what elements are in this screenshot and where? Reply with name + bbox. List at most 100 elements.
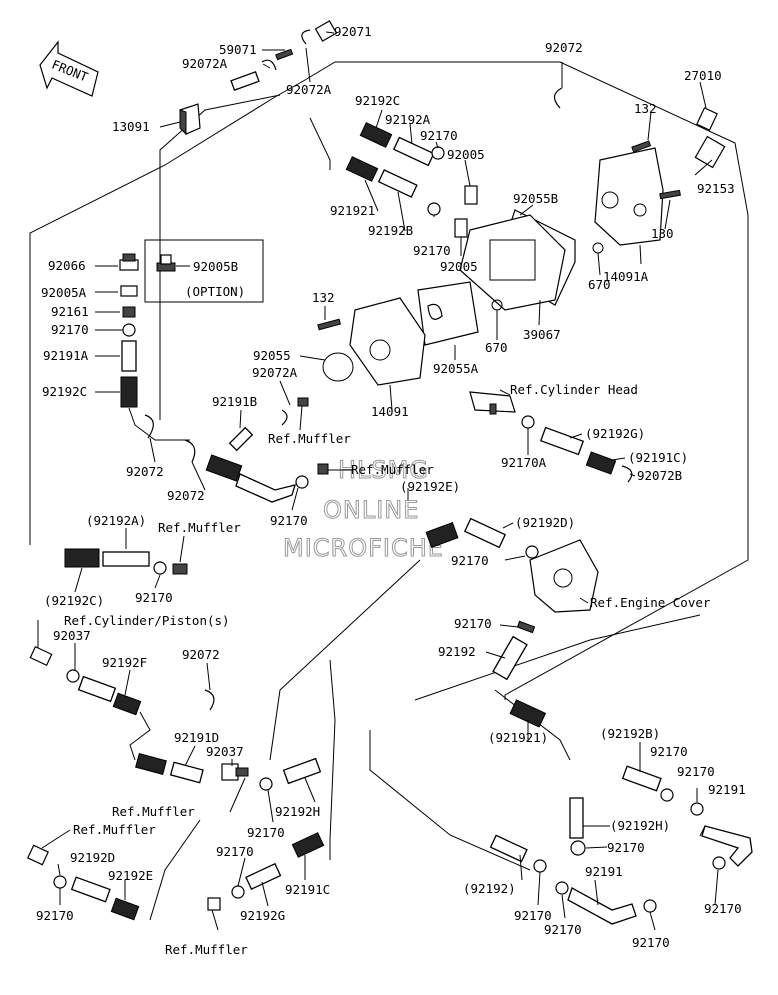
fitting-muffler-c-icon <box>207 897 221 911</box>
label-92071: 92071 <box>334 24 372 39</box>
hose-92192f-icon <box>77 675 117 703</box>
label-ref-muffler: Ref.Muffler <box>268 431 351 446</box>
fitting-muffler-icon <box>172 563 188 575</box>
hose-92191d-icon <box>169 761 204 784</box>
label-921921: 921921 <box>330 203 375 218</box>
part-labels: 92071 59071 92072A 92072A 92072 27010 13… <box>36 24 746 957</box>
label-ref-cylinder-head: Ref.Cylinder Head <box>510 382 638 397</box>
valve-92153-icon <box>694 135 726 169</box>
label-92153: 92153 <box>697 181 735 196</box>
hose-92191-b-icon <box>567 887 637 925</box>
label-92170: 92170 <box>632 935 670 950</box>
spring-92192c-b-icon <box>120 376 138 408</box>
cover-14091-icon <box>349 297 426 386</box>
clamp-92170-i-icon <box>555 881 569 895</box>
clip-92072a-icon <box>261 29 311 71</box>
watermark-line-3: MICROFICHE <box>283 534 444 562</box>
label-13091: 13091 <box>112 119 150 134</box>
clamp-92170-g-icon <box>570 840 586 856</box>
clip-92072-icon <box>553 87 563 109</box>
spring-92192e-b-icon <box>110 897 140 921</box>
label-92072: 92072 <box>126 464 164 479</box>
clamp-bottom-icon <box>231 885 245 899</box>
fitting-92005-icon <box>454 185 478 238</box>
label-132: 132 <box>312 290 335 305</box>
watermark-line-2: ONLINE <box>323 496 419 524</box>
hose-92192b-b-icon <box>621 765 662 792</box>
label-92170: 92170 <box>216 844 254 859</box>
label-92192c: 92192C <box>42 384 87 399</box>
hose-92192h-icon <box>282 757 322 785</box>
label-921921: (921921) <box>488 730 548 745</box>
clamp-92170-h-icon <box>533 859 547 873</box>
fitting-92071-icon <box>314 20 338 42</box>
label-670: 670 <box>485 340 508 355</box>
clamp-mid-icon <box>295 475 309 489</box>
hose-mid-icon <box>235 473 296 503</box>
cover-14091a-icon <box>594 147 664 246</box>
clamp-92170-f-icon <box>712 856 726 870</box>
label-92037: 92037 <box>206 744 244 759</box>
cap-92066-icon <box>119 253 139 271</box>
hose-line <box>128 407 190 441</box>
label-92192b: 92192B <box>368 223 413 238</box>
option-label: (OPTION) <box>185 284 245 299</box>
hose-92192h-b-icon <box>569 797 584 839</box>
option-box: (OPTION) <box>144 239 264 303</box>
oring-92055-icon <box>322 352 354 382</box>
label-ref-muffler: Ref.Muffler <box>165 942 248 957</box>
clamp-left-icon <box>153 561 167 575</box>
pad-13091-icon <box>179 103 201 136</box>
label-92072a: 92072A <box>182 56 228 71</box>
label-ref-muffler: Ref.Muffler <box>73 822 156 837</box>
hose-92192d-icon <box>463 517 507 549</box>
pipe-92191b-icon <box>228 426 254 452</box>
label-92192e: (92192E) <box>400 479 460 494</box>
clamp-92170-d-icon <box>660 788 674 802</box>
label-14091a: 14091A <box>603 269 649 284</box>
clamp-92170-e-icon <box>690 802 704 816</box>
fitting-muffler-b-icon <box>221 763 249 781</box>
label-92072a: 92072A <box>252 365 298 380</box>
label-92170: 92170 <box>36 908 74 923</box>
label-92192: 92192 <box>438 644 476 659</box>
outline-boundaries <box>29 61 749 921</box>
label-92005b: 92005B <box>193 259 238 274</box>
label-92191b: 92191B <box>212 394 257 409</box>
spring-92191c-b-icon <box>291 832 325 858</box>
label-670: 670 <box>588 277 611 292</box>
block-39067-icon <box>459 214 566 311</box>
label-92072: 92072 <box>167 488 205 503</box>
fitting-muffler-d-icon <box>26 844 50 866</box>
spring-92192c-icon <box>359 122 393 148</box>
label-92005: 92005 <box>440 259 478 274</box>
hose-92191a-icon <box>121 340 137 372</box>
label-92192c: (92192C) <box>44 593 104 608</box>
label-92170: 92170 <box>677 764 715 779</box>
label-ref-cylinder-pistons: Ref.Cylinder/Piston(s) <box>64 613 230 628</box>
hose-92191-icon <box>701 825 753 867</box>
gasket-92055a-icon <box>417 281 479 346</box>
hose-92192a-icon <box>392 136 435 167</box>
bolt-132-icon <box>631 140 652 153</box>
hose-92192-b-icon <box>489 834 528 863</box>
label-92072: 92072 <box>545 40 583 55</box>
label-ref-engine-cover: Ref.Engine Cover <box>590 595 711 610</box>
spring-92192c-c-icon <box>64 548 100 568</box>
plug-92005b-icon <box>156 254 176 272</box>
spring-92192f-icon <box>112 692 142 716</box>
spring-92192d-icon <box>425 522 459 548</box>
label-92170: 92170 <box>420 128 458 143</box>
spring-mid-icon <box>205 454 243 482</box>
label-92055: 92055 <box>253 348 291 363</box>
clamp-92170-c-icon <box>53 875 67 889</box>
hose-92192a-b-icon <box>102 551 150 567</box>
label-92170: 92170 <box>51 322 89 337</box>
label-92192a: 92192A <box>385 112 431 127</box>
label-92170: 92170 <box>135 590 173 605</box>
label-14091: 14091 <box>371 404 409 419</box>
hose-92192g-icon <box>539 426 585 456</box>
label-92192e: 92192E <box>108 868 153 883</box>
pin-92170-icon <box>516 620 536 634</box>
